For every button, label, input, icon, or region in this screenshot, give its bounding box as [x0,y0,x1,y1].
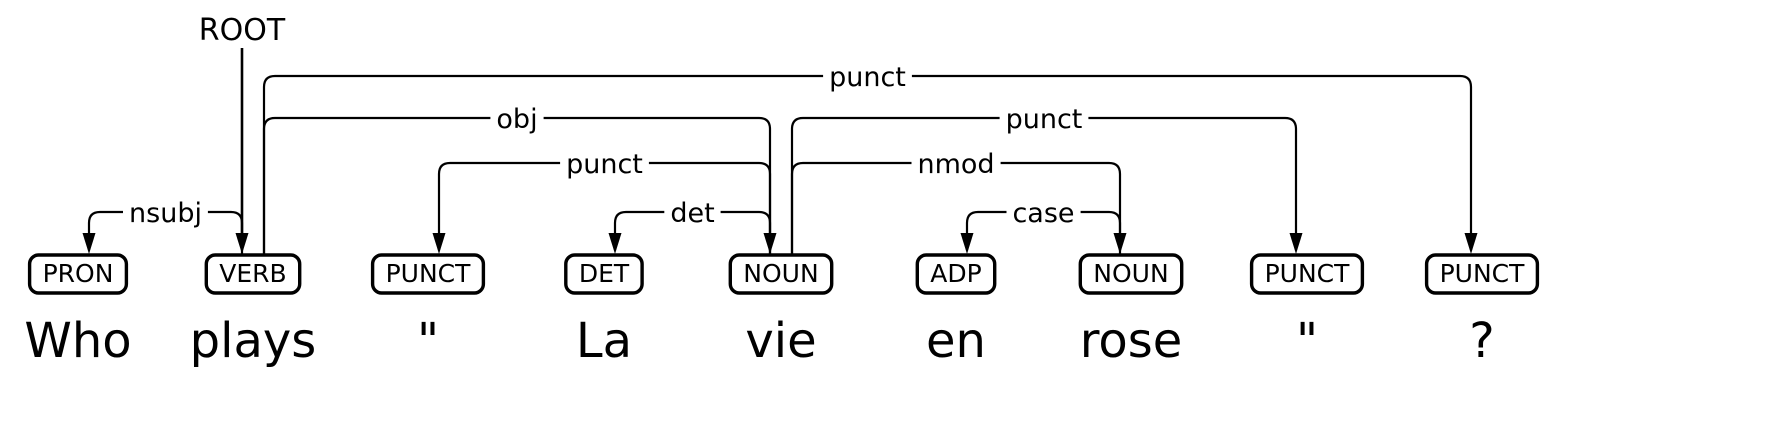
arc-arrowhead [432,233,446,254]
pos-tag-box [564,253,644,295]
arc-arrowhead [1464,233,1478,254]
pos-tag-label: PUNCT [1265,259,1351,288]
arc-label-det: det [670,198,714,229]
root-arrowhead [235,233,249,254]
arc-label-obj: obj [496,104,537,135]
pos-tag-box [728,253,834,295]
pos-tag-label: NOUN [743,259,818,288]
token-node-5: ADP en [915,253,997,369]
token-node-8: PUNCT? [1424,253,1540,369]
word-label: " [1296,313,1318,369]
arc-layer [82,63,1478,255]
arc-arrowhead [960,233,974,254]
pos-tag-label: VERB [219,259,286,288]
word-label: " [417,313,439,369]
arc-punct-1-8 [262,74,1473,255]
token-node-2: PUNCT " [370,253,486,369]
arc-label-backdrop [911,150,1001,176]
arc-obj-1-4 [262,116,772,255]
token-node-6: NOUN rose [1078,253,1184,369]
arc-label-backdrop [664,199,721,225]
pos-tag-label: PUNCT [1440,259,1526,288]
arc-arrowhead [82,233,96,254]
pos-tag-box [27,253,129,295]
pos-tag-label: PUNCT [386,259,472,288]
arc-label-case: case [1012,198,1074,229]
word-label: Who [24,313,131,369]
pos-tag-label: NOUN [1093,259,1168,288]
pos-tag-label: PRON [43,259,114,288]
pos-tag-box [915,253,997,295]
pos-tag-box [204,253,302,295]
arc-label-backdrop [490,105,544,131]
arc-label-backdrop [123,199,208,225]
pos-tag-label: ADP [930,259,981,288]
token-node-3: DET La [564,253,644,369]
arc-label-backdrop [560,150,649,176]
pos-tag-label: DET [579,259,630,288]
word-label: vie [745,313,816,369]
token-node-7: PUNCT " [1249,253,1365,369]
pos-tag-box [1424,253,1540,295]
word-label: La [576,313,632,369]
arc-label-backdrop [1006,199,1081,225]
arc-label-nsubj: nsubj [129,198,202,229]
arc-arrowhead [763,233,777,254]
pos-tag-box [370,253,486,295]
root-label: ROOT [199,13,286,48]
arc-label-punct: punct [1006,104,1083,135]
arc-arrowhead [608,233,622,254]
arc-label-punct: punct [829,62,906,93]
arc-arrowhead [1289,233,1303,254]
token-node-1: VERB plays [190,253,317,369]
arc-label-backdrop [999,105,1089,131]
word-label: rose [1080,313,1183,369]
word-label: ? [1469,313,1494,369]
word-label: en [926,313,986,369]
arc-label-backdrop [823,63,912,89]
node-layer: PRON Who VERB plays PUNCT " DET La NOUN vie ADP en N… [24,253,1540,369]
token-node-4: NOUN vie [728,253,834,369]
arc-punct-4-7 [790,116,1298,255]
pos-tag-box [1249,253,1365,295]
arc-label-punct: punct [566,149,643,180]
arc-label-nmod: nmod [917,149,994,180]
arc-label-layer: nsubj det case punct nmod obj punct punct [129,62,1082,229]
token-node-0: PRON Who [24,253,132,369]
arc-arrowhead [1113,233,1127,254]
root-layer: ROOT [199,13,286,254]
pos-tag-box [1078,253,1184,295]
word-label: plays [190,313,317,369]
